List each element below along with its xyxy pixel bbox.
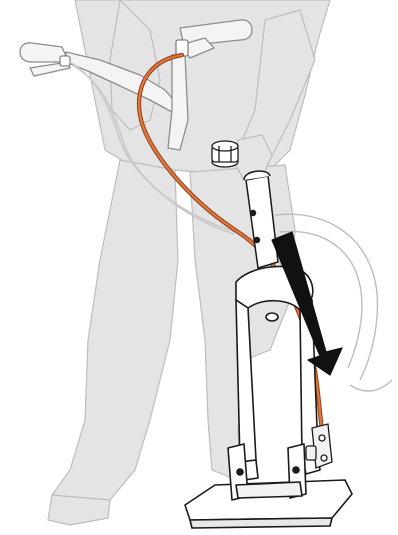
headset-spacer-icon — [212, 141, 238, 167]
